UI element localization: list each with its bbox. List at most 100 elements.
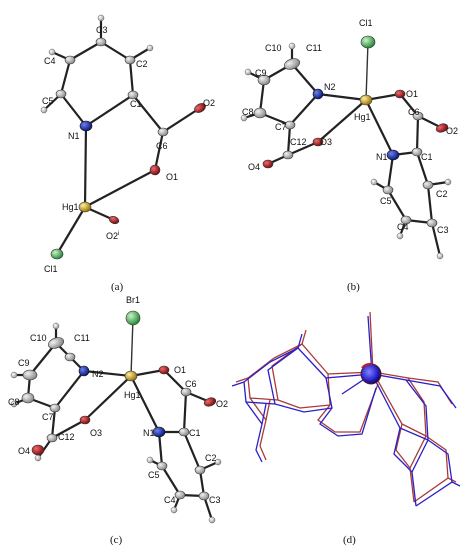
atom-o1 <box>394 89 406 99</box>
atom-c6 <box>180 387 192 397</box>
atom-h <box>146 456 154 464</box>
label-c11: C11 <box>74 333 90 343</box>
atom-c6 <box>157 127 169 137</box>
atom-h <box>146 44 154 52</box>
label-c4: C4 <box>397 222 409 232</box>
atom-c11 <box>64 352 76 362</box>
atom-h <box>208 516 216 524</box>
atom-c8 <box>21 392 35 404</box>
atom-h <box>370 178 378 186</box>
atom-c5 <box>55 89 67 99</box>
atom-o4 <box>31 444 45 456</box>
atom-c1 <box>127 90 139 100</box>
atom-h <box>244 68 252 76</box>
atom-h <box>10 400 18 408</box>
label-c11: C11 <box>306 43 322 53</box>
panel-b-labels: Cl1 C10 C11 C9 N2 O1 C8 C7 Hg1 C6 O2 C12… <box>242 18 458 235</box>
overlay-metal-rim <box>361 362 373 369</box>
atom-h <box>40 106 48 114</box>
atom-o1 <box>149 164 161 176</box>
label-c4: C4 <box>44 56 56 66</box>
label-c5: C5 <box>380 196 392 206</box>
panel-b-atoms <box>240 35 452 260</box>
atom-c3 <box>95 37 107 47</box>
panel-a-labels: C3 C4 C2 C5 C1 O2 N1 C6 O1 Hg1 O2i Cl1 <box>42 25 215 274</box>
label-c10: C10 <box>30 333 47 343</box>
label-c12: C12 <box>290 137 307 147</box>
atom-cl1 <box>50 248 64 260</box>
label-c5: C5 <box>148 470 160 480</box>
atom-c12 <box>46 433 58 443</box>
atom-c2 <box>422 180 434 190</box>
label-n2: N2 <box>92 369 104 379</box>
panel-c: Br1 C10 C11 C9 N2 O1 C8 Hg1 C6 O2 C7 O3 … <box>8 295 228 546</box>
label-c2: C2 <box>205 453 217 463</box>
atom-c5 <box>382 185 394 195</box>
atom-h <box>170 506 178 514</box>
atom-h <box>97 14 105 22</box>
atom-c1 <box>411 147 423 157</box>
panel-a-bonds <box>42 16 202 256</box>
panel-a-atoms <box>40 14 206 260</box>
atom-h <box>444 178 452 186</box>
atom-c2 <box>194 465 206 475</box>
label-c6: C6 <box>408 107 420 117</box>
atom-c1 <box>178 427 190 437</box>
atom-c9 <box>22 369 38 381</box>
label-c8: C8 <box>8 397 20 407</box>
caption-c: (c) <box>110 534 123 546</box>
label-br1: Br1 <box>126 295 140 305</box>
label-c8: C8 <box>242 107 254 117</box>
label-c12: C12 <box>58 432 75 442</box>
atom-cl1 <box>360 35 376 49</box>
atom-c3 <box>426 218 438 228</box>
atom-o3 <box>79 415 91 425</box>
atom-h <box>52 322 60 330</box>
atom-h <box>214 458 222 466</box>
atom-h <box>34 454 42 462</box>
label-c9: C9 <box>255 68 267 78</box>
atom-hg1 <box>78 201 92 213</box>
atom-hg1 <box>124 370 138 382</box>
panel-c-atoms <box>10 310 222 524</box>
atom-n1 <box>152 426 166 438</box>
atom-o1 <box>158 365 170 375</box>
label-c3: C3 <box>437 225 449 235</box>
label-hg1: Hg1 <box>124 390 141 400</box>
atom-c2 <box>124 55 136 65</box>
label-n1: N1 <box>143 428 155 438</box>
atom-c4 <box>400 215 412 225</box>
label-o1: O1 <box>174 365 186 375</box>
label-hg1: Hg1 <box>354 112 371 122</box>
label-c5: C5 <box>42 96 54 106</box>
atom-h <box>10 371 18 379</box>
label-c2: C2 <box>136 59 148 69</box>
atom-c7 <box>284 120 296 130</box>
label-o2: O2 <box>446 126 458 136</box>
label-o4: O4 <box>248 162 260 172</box>
atom-h <box>396 232 404 240</box>
label-c10: C10 <box>265 43 282 53</box>
atom-h <box>240 114 248 122</box>
label-c1: C1 <box>189 428 201 438</box>
panel-a: C3 C4 C2 C5 C1 O2 N1 C6 O1 Hg1 O2i Cl1 (… <box>40 14 215 293</box>
atom-n2 <box>312 88 324 100</box>
atom-c6 <box>412 111 424 121</box>
label-c7: C7 <box>42 412 54 422</box>
atom-c4 <box>64 55 76 65</box>
atom-c7 <box>49 403 61 413</box>
atom-o2 <box>203 397 217 407</box>
atom-c8 <box>253 107 267 119</box>
atom-o4 <box>262 159 274 169</box>
label-c6: C6 <box>156 141 168 151</box>
atom-c12 <box>282 150 294 160</box>
label-c3: C3 <box>209 495 221 505</box>
label-n1: N1 <box>376 152 388 162</box>
label-o3: O3 <box>90 428 102 438</box>
panel-c-labels: Br1 C10 C11 C9 N2 O1 C8 Hg1 C6 O2 C7 O3 … <box>8 295 228 505</box>
label-c1: C1 <box>130 99 142 109</box>
label-c6: C6 <box>185 379 197 389</box>
label-n2: N2 <box>324 82 336 92</box>
